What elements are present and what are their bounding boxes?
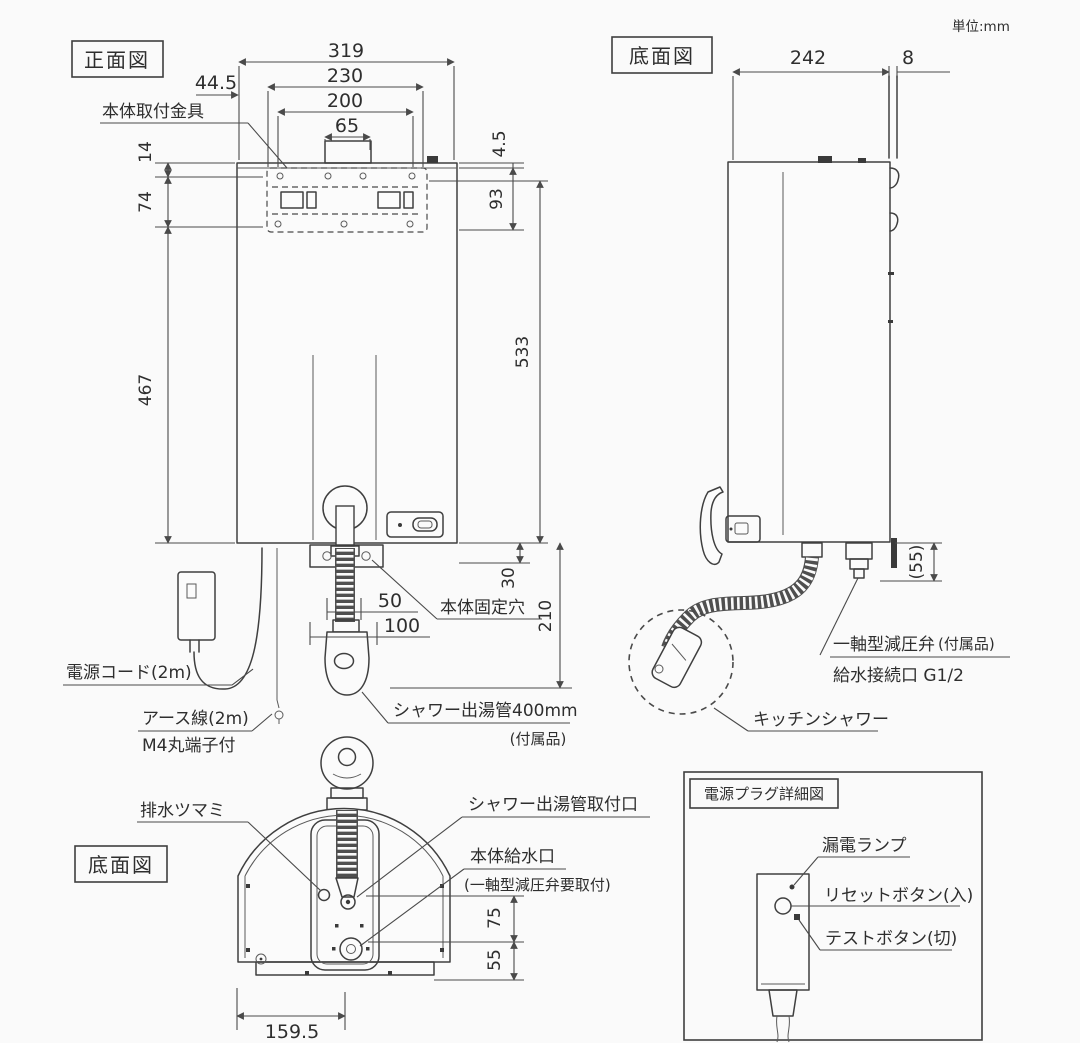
side-view: 底面図 242 8 — [611, 36, 1010, 732]
wall-hook-upper — [889, 167, 900, 189]
dim-inlet-depth: 75 — [485, 907, 505, 929]
label-ground-wire: アース線(2m) — [142, 709, 249, 729]
dim-top-gap: 14 — [136, 141, 156, 163]
front-view-title-box — [71, 40, 164, 78]
plug-detail: 電源プラグ詳細図 漏電ランプ リセットボタン(入) テストボタン(切) — [683, 771, 983, 1043]
label-water-inlet: 給水接続口 G1/2 — [833, 666, 964, 686]
plug-detail-title-box — [689, 778, 839, 809]
dim-body-height: 467 — [136, 374, 156, 406]
ground-wire — [274, 548, 284, 724]
label-water-supply-note: (一軸型減圧弁要取付) — [464, 876, 611, 894]
pressure-valve — [845, 538, 897, 579]
label-pressure-valve: 一軸型減圧弁 — [833, 635, 935, 655]
side-shower-holder — [699, 486, 724, 566]
wall-hook-lower — [889, 212, 899, 232]
power-cord — [193, 547, 263, 690]
label-shower-pipe: シャワー出湯管400mm — [393, 701, 578, 721]
power-plug — [177, 571, 216, 653]
label-fixing-hole: 本体固定穴 — [440, 598, 525, 618]
dim-hole-drop: 30 — [499, 567, 519, 589]
bottom-dims: 75 55 159.5 — [236, 895, 524, 1043]
label-power-cord: 電源コード(2m) — [66, 663, 192, 683]
dim-pipe-drop: 210 — [536, 600, 556, 632]
bottom-view-title: 底面図 — [88, 853, 154, 877]
dim-top-lip: 4.5 — [490, 130, 510, 157]
label-leak-lamp: 漏電ランプ — [822, 836, 907, 856]
dim-depth: 242 — [790, 47, 826, 69]
water-inlet-port — [332, 924, 370, 961]
dim-center-width: 159.5 — [265, 1021, 319, 1043]
side-view-title: 底面図 — [629, 44, 695, 68]
dim-left-offset: 44.5 — [195, 72, 237, 94]
dim-valve-height: (55) — [907, 545, 927, 580]
front-dims-left: 14 74 467 — [136, 141, 263, 544]
side-labels: 一軸型減圧弁 (付属品) 給水接続口 G1/2 キッチンシャワー — [713, 577, 1010, 732]
bottom-shower-head — [320, 736, 374, 811]
dim-inner-width: 200 — [327, 90, 363, 112]
label-test-button: テストボタン(切) — [825, 929, 957, 949]
dim-pipe-w100: 100 — [384, 615, 420, 637]
dim-bracket-width: 230 — [327, 65, 363, 87]
dim-overall-width: 319 — [328, 40, 364, 62]
front-shower-head — [324, 619, 370, 696]
bottom-labels: 排水ツマミ シャワー出湯管取付口 本体給水口 (一軸型減圧弁要取付) — [137, 795, 650, 947]
dim-inlet-edge: 55 — [485, 949, 505, 971]
side-top-mark — [818, 156, 832, 163]
shower-head-nub — [654, 664, 664, 674]
label-water-supply-port: 本体給水口 — [470, 847, 555, 867]
bottom-shower-hose — [335, 810, 359, 910]
shower-holder — [322, 485, 368, 557]
front-dims-right: 4.5 93 533 — [429, 130, 548, 544]
dim-pipe-w50: 50 — [378, 590, 402, 612]
dim-bracket-height: 74 — [136, 191, 156, 213]
label-shower-outlet-port: シャワー出湯管取付口 — [468, 795, 638, 815]
label-mounting-bracket: 本体取付金具 — [102, 102, 204, 122]
drain-knob — [317, 888, 331, 902]
plug-labels: 漏電ランプ リセットボタン(入) テストボタン(切) — [791, 836, 973, 951]
side-control-panel — [725, 515, 761, 543]
front-dims-bottom: 30 210 50 100 — [309, 542, 572, 689]
front-top-tab — [324, 140, 372, 164]
dim-wall-gap: 8 — [902, 47, 914, 69]
label-pressure-valve-note: (付属品) — [938, 635, 995, 653]
test-button-square — [794, 914, 800, 920]
side-dim-55: (55) — [880, 542, 942, 582]
side-dims-top: 242 8 — [732, 47, 950, 160]
label-kitchen-shower: キッチンシャワー — [753, 710, 889, 730]
kitchen-shower-callout-circle — [628, 609, 734, 715]
kitchen-shower-head — [651, 626, 703, 689]
side-top-mark-2 — [858, 158, 866, 163]
front-control-panel — [386, 511, 444, 538]
leak-lamp-dot — [789, 884, 795, 890]
front-view-title: 正面図 — [84, 48, 150, 72]
bottom-view: 底面図 — [74, 736, 650, 1043]
front-labels: 本体取付金具 本体固定穴 電源コード(2m) アース線(2m) M4丸端子付 シ… — [63, 102, 578, 756]
dim-overall-height: 533 — [513, 336, 533, 368]
plug-detail-title: 電源プラグ詳細図 — [704, 785, 824, 803]
dim-bracket-zone: 93 — [487, 188, 507, 210]
front-view: 正面図 — [63, 40, 578, 756]
dim-tab-width: 65 — [335, 115, 359, 137]
unit-note: 単位:mm — [952, 19, 1010, 35]
label-ground-terminal: M4丸端子付 — [142, 736, 235, 756]
front-top-mark — [427, 156, 438, 163]
plug-detail-frame — [683, 771, 983, 1041]
label-drain-knob: 排水ツマミ — [140, 801, 225, 821]
mounting-bracket — [266, 167, 428, 233]
side-body-outline — [727, 161, 891, 543]
front-dims-top: 319 230 200 65 44.5 — [195, 40, 455, 167]
bottom-view-title-box — [74, 845, 168, 883]
plug-body — [756, 873, 810, 1043]
label-shower-pipe-note: (付属品) — [510, 730, 567, 748]
side-view-title-box — [611, 36, 713, 74]
label-reset-button: リセットボタン(入) — [824, 886, 973, 906]
